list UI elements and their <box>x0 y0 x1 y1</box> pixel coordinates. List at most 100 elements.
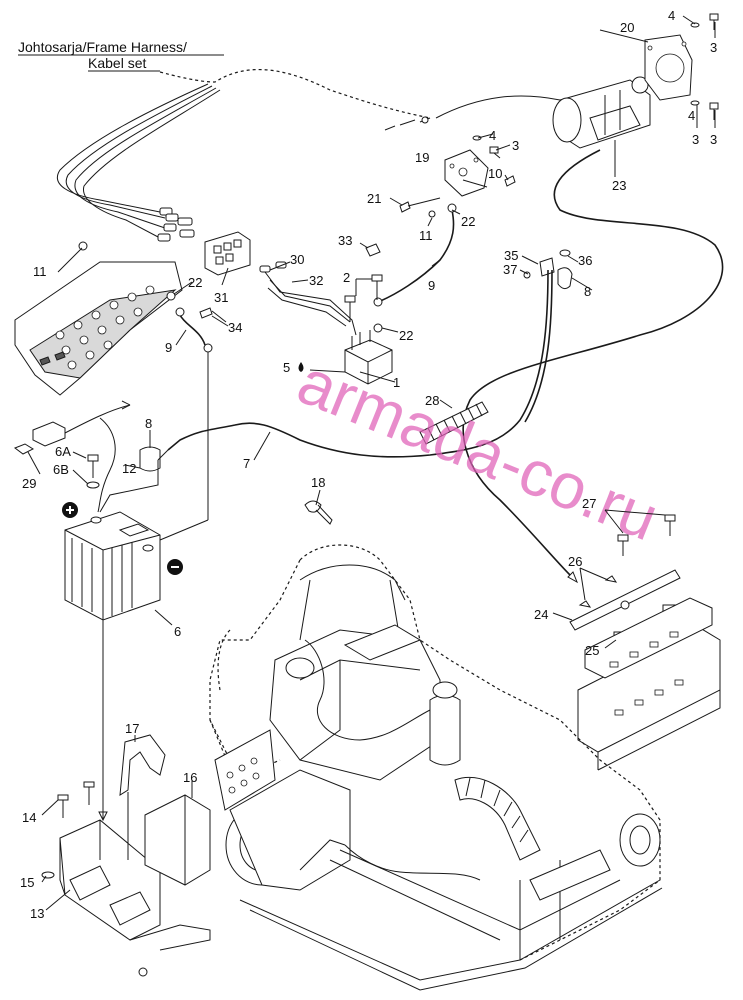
callout-16: 16 <box>183 770 197 785</box>
radiator-grille <box>577 597 721 771</box>
callout-4c: 4 <box>489 128 496 143</box>
droplet-icon <box>298 362 304 372</box>
cable-7 <box>167 269 549 458</box>
callout-31: 31 <box>214 290 228 305</box>
callout-23: 23 <box>612 178 626 193</box>
callout-4a: 4 <box>668 8 675 23</box>
bolt-27a <box>617 534 629 542</box>
screw-11-left <box>78 241 88 251</box>
callout-22c: 22 <box>399 328 413 343</box>
callout-33: 33 <box>338 233 352 248</box>
callout-24: 24 <box>534 607 548 622</box>
callout-13: 13 <box>30 906 44 921</box>
bracket-24 <box>569 569 681 631</box>
washer-6b <box>86 481 100 489</box>
callout-32: 32 <box>309 273 323 288</box>
callout-35: 35 <box>504 248 518 263</box>
callout-10: 10 <box>488 166 502 181</box>
callout-3a: 3 <box>710 40 717 55</box>
cap-8 <box>139 446 161 472</box>
callout-29: 29 <box>22 476 36 491</box>
arrow-23 <box>567 571 578 584</box>
minus-icon <box>167 559 183 575</box>
callout-5: 5 <box>283 360 290 375</box>
frame-harness <box>57 68 561 242</box>
cable-7-end <box>157 449 169 461</box>
callout-11b: 11 <box>419 228 433 243</box>
callout-21: 21 <box>367 191 381 206</box>
clip-26a <box>578 600 592 608</box>
solenoid-bracket-19 <box>444 149 489 197</box>
callout-22b: 22 <box>461 214 475 229</box>
callout-8b: 8 <box>584 284 591 299</box>
callout-20: 20 <box>620 20 634 35</box>
callout-6b: 6B <box>53 462 69 477</box>
callout-2: 2 <box>343 270 350 285</box>
cable-tie-18 <box>304 500 333 525</box>
wire-harness-32 <box>259 261 357 336</box>
starter-cable-23 <box>462 149 724 576</box>
callout-30: 30 <box>290 252 304 267</box>
machine-frame <box>209 544 663 991</box>
battery-drop-arrow <box>98 811 108 822</box>
callout-15: 15 <box>20 875 34 890</box>
callout-8a: 8 <box>145 416 152 431</box>
leader-lines <box>27 15 716 911</box>
clip-26b <box>604 575 618 583</box>
bolt-27b <box>664 514 676 522</box>
callout-37: 37 <box>503 262 517 277</box>
callout-18: 18 <box>311 475 325 490</box>
bolt-6a <box>87 454 99 462</box>
heat-shield <box>14 261 183 396</box>
callout-3c: 3 <box>710 132 717 147</box>
callout-6: 6 <box>174 624 181 639</box>
mount-plate-20 <box>644 34 693 101</box>
callout-12: 12 <box>122 461 136 476</box>
bolt-14b <box>57 794 69 801</box>
conduit-28 <box>419 401 489 445</box>
callouts: 1 2 3 3 3 3 4 4 4 5 6 6A 6B 7 8 8 9 9 10… <box>20 8 717 921</box>
callout-14: 14 <box>22 810 36 825</box>
starter-motor-23 <box>552 76 651 149</box>
plus-icon <box>62 502 78 518</box>
callout-26: 26 <box>568 554 582 569</box>
screw-bottom <box>138 967 148 977</box>
callout-22a: 22 <box>188 275 202 290</box>
cable-7-b <box>524 269 553 423</box>
bolts-2 <box>344 274 383 333</box>
cable-7-to-battery <box>99 460 159 513</box>
callout-19: 19 <box>415 150 429 165</box>
cable-9-left <box>166 291 227 353</box>
callout-1: 1 <box>393 375 400 390</box>
battery-tray-13 <box>59 819 211 951</box>
fuse-holder-29 <box>13 400 131 513</box>
callout-11a: 11 <box>33 264 47 279</box>
callout-28: 28 <box>425 393 439 408</box>
hold-down-17 <box>119 734 166 796</box>
starter-fasteners <box>384 13 719 218</box>
title-line-2: Kabel set <box>88 55 146 71</box>
callout-17: 17 <box>125 721 139 736</box>
callout-3d: 3 <box>512 138 519 153</box>
callout-6a: 6A <box>55 444 71 459</box>
callout-34: 34 <box>228 320 242 335</box>
connector-31 <box>204 231 251 276</box>
watermark: armada-co.ru <box>288 345 668 554</box>
callout-36: 36 <box>578 253 592 268</box>
battery-cover-16 <box>144 794 211 886</box>
title-line-1: Johtosarja/Frame Harness/ <box>18 39 187 55</box>
callout-3b: 3 <box>692 132 699 147</box>
callout-4b: 4 <box>688 108 695 123</box>
nut-15 <box>41 871 55 879</box>
callout-25: 25 <box>585 643 599 658</box>
callout-9a: 9 <box>165 340 172 355</box>
clip-33 <box>365 243 381 257</box>
cable-9-center <box>373 203 457 307</box>
callout-9b: 9 <box>428 278 435 293</box>
callout-7: 7 <box>243 456 250 471</box>
terminal-block-35-37 <box>523 249 573 290</box>
callout-27: 27 <box>582 496 596 511</box>
battery-6 <box>64 511 161 621</box>
